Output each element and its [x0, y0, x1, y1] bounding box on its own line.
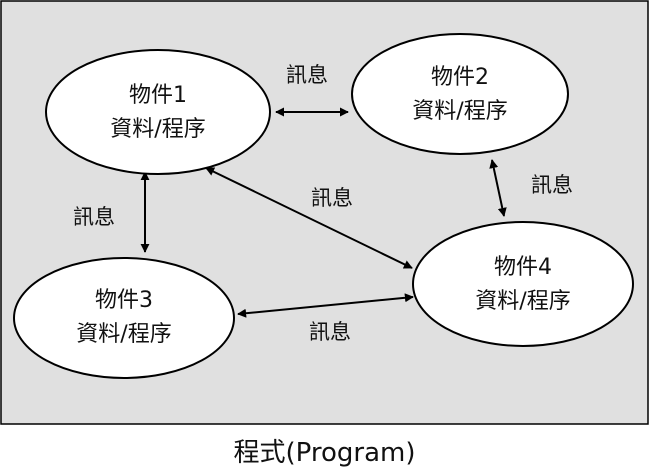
message-label-2-4: 訊息 [531, 173, 573, 197]
object-3-content: 資料/程序 [76, 322, 171, 347]
object-4-content: 資料/程序 [475, 289, 570, 314]
diagram-caption: 程式(Program) [233, 438, 416, 468]
object-4-name: 物件4 [494, 255, 552, 280]
message-arrows [140, 107, 507, 318]
message-label-3-4: 訊息 [309, 320, 351, 344]
arrow-1-4 [205, 167, 413, 269]
object-2-name: 物件2 [431, 65, 489, 90]
object-2: 物件2 資料/程序 [351, 33, 569, 155]
object-2-shape [351, 33, 569, 155]
object-1: 物件1 資料/程序 [45, 49, 271, 175]
object-4: 物件4 資料/程序 [412, 221, 634, 347]
object-1-content: 資料/程序 [110, 117, 205, 142]
object-4-shape [412, 221, 634, 347]
message-label-1-4: 訊息 [311, 186, 353, 210]
object-3-name: 物件3 [95, 288, 153, 313]
message-label-1-2: 訊息 [286, 63, 328, 87]
arrow-2-4 [489, 159, 507, 217]
object-1-name: 物件1 [129, 83, 187, 108]
object-2-content: 資料/程序 [412, 99, 507, 124]
object-3-shape [13, 257, 235, 379]
object-3: 物件3 資料/程序 [13, 257, 235, 379]
message-label-1-3: 訊息 [73, 205, 115, 229]
arrow-3-4 [237, 293, 414, 318]
object-1-shape [45, 49, 271, 175]
